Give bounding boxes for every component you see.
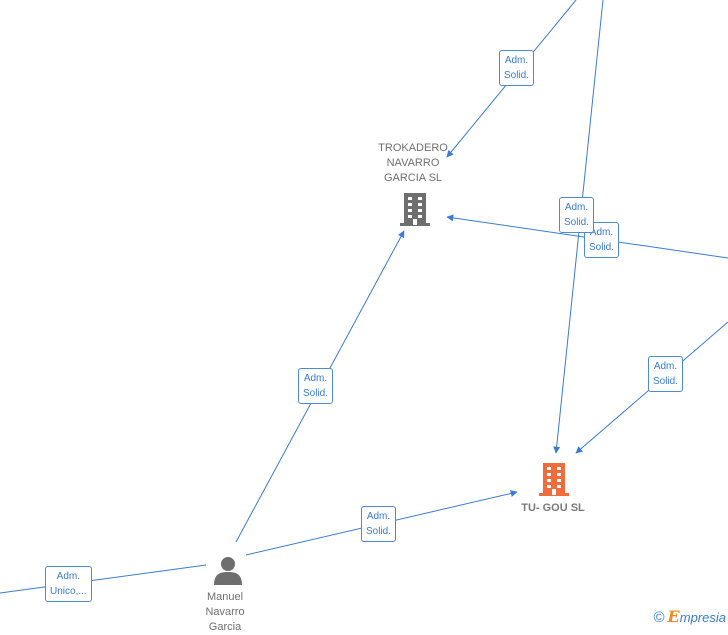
edge-line-e7 [0, 564, 207, 594]
edge-label-line1: Adm. [504, 55, 529, 66]
edge-label-line2: Unico,... [50, 586, 87, 597]
edge-label-e2[interactable]: Adm. Solid. [559, 197, 595, 233]
company-label-trokadero[interactable]: TROKADERO NAVARRO GARCIA SL [378, 142, 448, 184]
company-label-tugou[interactable]: TU- GOU SL [521, 502, 585, 514]
copyright-symbol: © [653, 609, 665, 626]
brand-name: mpresia [679, 610, 726, 625]
edge-label-line1: Adm. [564, 202, 589, 213]
edge-label-line1: Adm. [56, 571, 81, 582]
empresia-logo: ©Empresia [653, 607, 726, 626]
person-label-manuel[interactable]: Manuel Navarro Garcia [205, 591, 245, 633]
brand-initial: E [667, 607, 680, 626]
person-icon[interactable] [213, 556, 243, 586]
edge-label-line1: Adm. [303, 373, 328, 384]
edge-label-e4[interactable]: Adm. Solid. [648, 356, 684, 392]
edge-label-line1: Adm. [653, 361, 678, 372]
building-icon[interactable] [399, 191, 431, 227]
edge-label-e5[interactable]: Adm. Solid. [298, 368, 334, 404]
edge-label-e6[interactable]: Adm. Solid. [361, 506, 397, 542]
edge-label-line2: Solid. [504, 70, 530, 81]
edge-label-line1: Adm. [589, 227, 614, 238]
edge-label-line2: Solid. [564, 217, 590, 228]
building-icon[interactable] [538, 461, 570, 497]
edge-label-e7[interactable]: Adm. Unico,... [45, 566, 92, 602]
edge-label-line2: Solid. [589, 242, 615, 253]
edge-label-line2: Solid. [366, 526, 392, 537]
edge-label-e1[interactable]: Adm. Solid. [499, 50, 535, 86]
edge-label-line2: Solid. [303, 388, 329, 399]
edge-label-line2: Solid. [653, 376, 679, 387]
edge-label-line1: Adm. [366, 511, 391, 522]
